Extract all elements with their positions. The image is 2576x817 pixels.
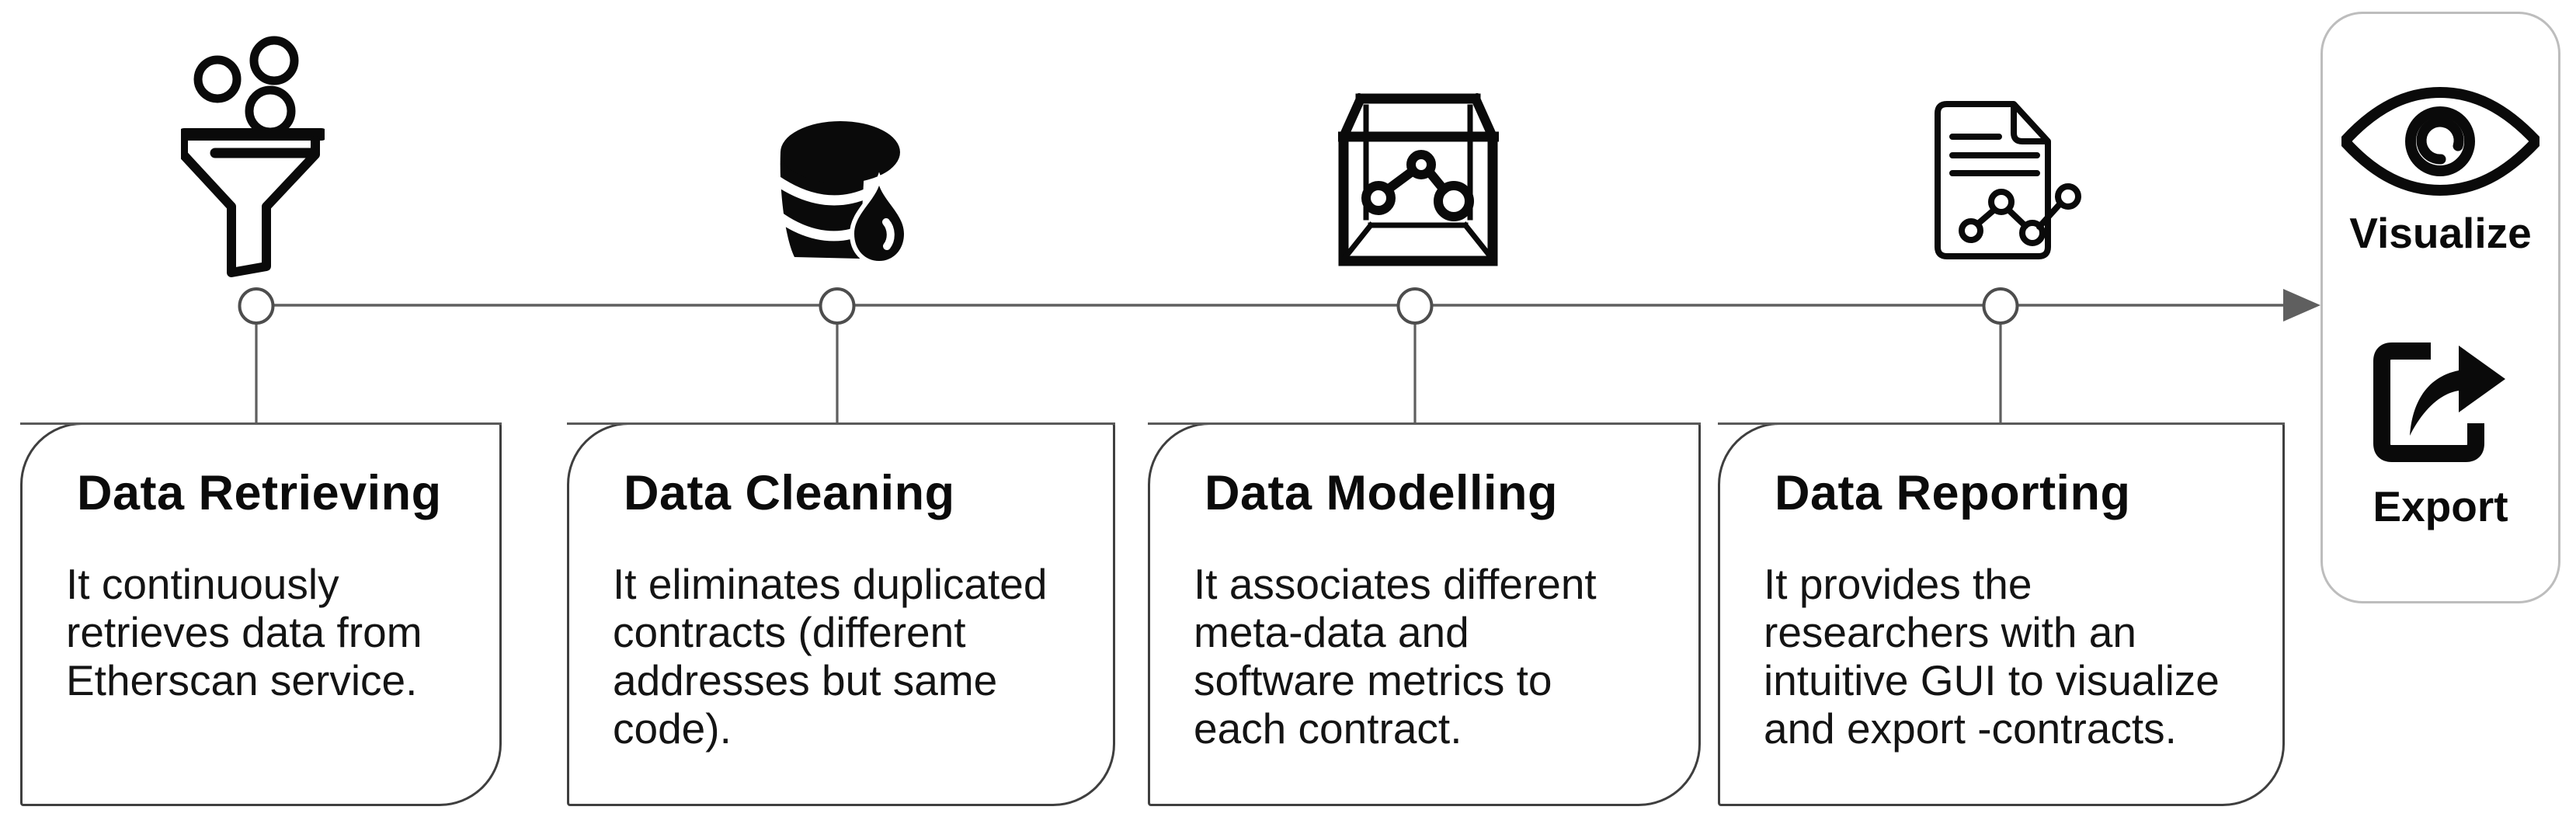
- step-card-data-reporting: Data Reporting It provides the researche…: [1718, 422, 2285, 806]
- step-description: It provides the researchers with an intu…: [1764, 559, 2220, 753]
- output-panel: Visualize Export: [2320, 12, 2560, 603]
- step-title: Data Cleaning: [624, 466, 955, 520]
- step-card-data-modelling: Data Modelling It associates different m…: [1148, 422, 1701, 806]
- export-arrow: [2410, 346, 2505, 436]
- timeline-node-4: [1982, 287, 2019, 325]
- visualize-label: Visualize: [2349, 209, 2532, 257]
- database-droplet-icon: [779, 121, 905, 265]
- timeline-node-3: [1396, 287, 1434, 325]
- step-card-data-retrieving: Data Retrieving It continuously retrieve…: [20, 422, 502, 806]
- cube-graph-icon: [1338, 93, 1499, 266]
- step-title: Data Retrieving: [77, 466, 442, 520]
- step-title: Data Reporting: [1775, 466, 2131, 520]
- step-card-data-cleaning: Data Cleaning It eliminates duplicated c…: [567, 422, 1115, 806]
- timeline-node-2: [819, 287, 856, 325]
- card-top-edge: [567, 422, 1115, 425]
- eye-icon: [2341, 86, 2539, 196]
- step-description: It continuously retrieves data from Ethe…: [66, 559, 422, 704]
- step-description: It associates different meta-data and so…: [1194, 559, 1597, 753]
- card-top-edge: [1148, 422, 1701, 425]
- step-description: It eliminates duplicated contracts (diff…: [613, 559, 1048, 753]
- card-top-edge: [1718, 422, 2285, 425]
- timeline-arrowhead-icon: [2283, 289, 2320, 322]
- timeline-node-1: [238, 287, 275, 325]
- card-top-edge: [20, 422, 502, 425]
- document-chart-icon: [1935, 101, 2081, 259]
- step-title: Data Modelling: [1205, 466, 1559, 520]
- funnel-bubbles-icon: [181, 36, 325, 277]
- export-label: Export: [2373, 482, 2508, 530]
- export-icon: [2373, 342, 2505, 462]
